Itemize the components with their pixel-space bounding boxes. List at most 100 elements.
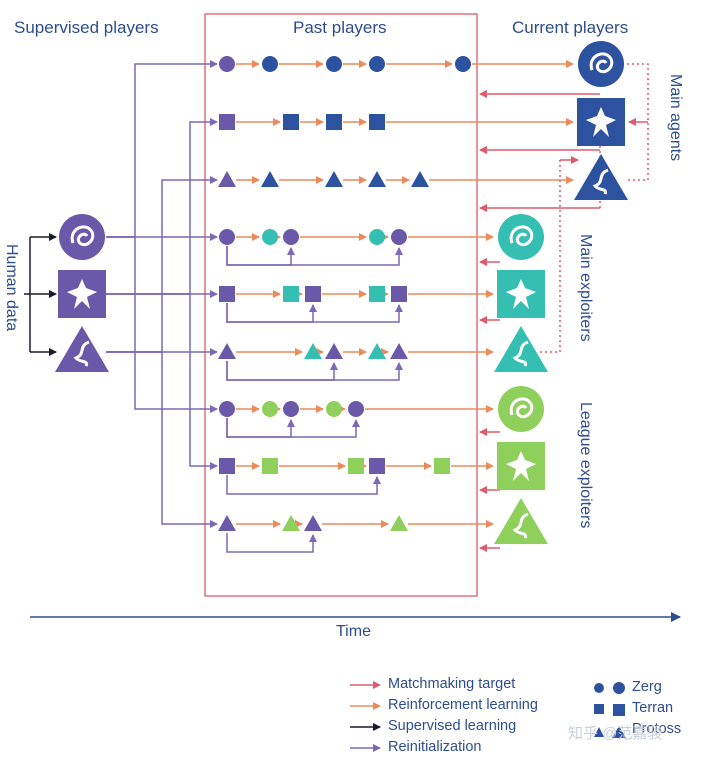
row-4-node-3-circle — [283, 229, 299, 245]
row-4-node-5-circle — [391, 229, 407, 245]
row-6-current-triangle-icon — [494, 326, 548, 372]
protoss-blade-icon — [73, 340, 90, 367]
row-6-node-1-triangle — [218, 343, 236, 359]
row-3-node-2-triangle — [261, 171, 279, 187]
row-5-node-5-square — [391, 286, 407, 302]
label-main-exploiters: Main exploiters — [577, 234, 594, 342]
emblem-bg — [59, 214, 105, 260]
row-9-reinit-loop-1 — [226, 533, 317, 553]
header-current-players: Current players — [512, 18, 629, 37]
row-2-node-2-square — [283, 114, 299, 130]
supervised-protoss-icon — [55, 326, 109, 372]
row-6-reinit-loop-2 — [226, 361, 403, 381]
row-7-node-3-circle — [283, 401, 299, 417]
row-6-node-3-triangle — [325, 343, 343, 359]
row-7-node-4-circle — [326, 401, 342, 417]
legend-arrows — [350, 681, 381, 752]
terran-eagle-icon — [586, 107, 616, 137]
legend-label-rl: Reinforcement learning — [388, 697, 538, 713]
header-past-players: Past players — [293, 18, 387, 37]
terran-eagle-icon — [506, 451, 536, 481]
row-2-node-1-square — [219, 114, 235, 130]
legend-label-matchmaking: Matchmaking target — [388, 676, 516, 692]
legend-terran-square-icon — [613, 704, 625, 716]
zerg-swirl-icon — [589, 52, 614, 74]
legend-label-zerg: Zerg — [632, 679, 662, 695]
row-5-node-2-square — [283, 286, 299, 302]
row-7-node-5-circle — [348, 401, 364, 417]
legend-label-supervised: Supervised learning — [388, 718, 517, 734]
emblem-bg — [498, 214, 544, 260]
header-supervised-players: Supervised players — [14, 18, 159, 37]
row-2-current-square-icon — [577, 98, 625, 146]
row-7-reinit-feed — [106, 236, 218, 413]
row-4-reinit-loop-1 — [226, 246, 295, 266]
row-9-node-1-triangle — [218, 515, 236, 531]
row-7-node-1-circle — [219, 401, 235, 417]
row-1-node-5-circle — [455, 56, 471, 72]
row-8-node-4-square — [369, 458, 385, 474]
row-6-node-5-triangle — [390, 343, 408, 359]
row-4-node-4-circle — [369, 229, 385, 245]
emblem-bg — [578, 41, 624, 87]
protoss-blade-icon — [592, 168, 609, 195]
label-main-agents: Main agents — [667, 74, 684, 162]
row-9-node-3-triangle — [304, 515, 322, 531]
legend-label-reinit: Reinitialization — [388, 739, 482, 755]
row-9-node-4-triangle — [390, 515, 408, 531]
row-5-node-3-square — [305, 286, 321, 302]
legend-protoss-triangle-icon — [612, 726, 626, 738]
zerg-swirl-icon — [509, 225, 534, 247]
row-4-node-2-circle — [262, 229, 278, 245]
row-7-reinit-loop-1 — [226, 418, 295, 438]
row-8-node-5-square — [434, 458, 450, 474]
row-8-current-square-icon — [497, 442, 545, 490]
legend-label-terran: Terran — [632, 700, 674, 716]
legend-terran-emblem-icon — [594, 704, 604, 714]
row-6-node-4-triangle — [368, 343, 386, 359]
row-1-node-4-circle — [369, 56, 385, 72]
row-6-node-2-triangle — [304, 343, 322, 359]
terran-eagle-icon — [67, 279, 97, 309]
terran-eagle-icon — [506, 279, 536, 309]
zerg-swirl-icon — [509, 397, 534, 419]
row-6-reinit-loop-1 — [226, 361, 338, 381]
supervised-zerg-icon — [59, 214, 105, 260]
row-8-reinit-feed — [106, 293, 218, 470]
row-7-current-circle-icon — [498, 386, 544, 432]
row-5-node-4-square — [369, 286, 385, 302]
row-1-node-2-circle — [262, 56, 278, 72]
row-3-node-3-triangle — [325, 171, 343, 187]
matchmaking-agent-loop — [627, 63, 649, 181]
row-3-node-5-triangle — [411, 171, 429, 187]
row-5-current-square-icon — [497, 270, 545, 318]
row-1-node-3-circle — [326, 56, 342, 72]
protoss-blade-icon — [512, 512, 529, 539]
row-3-current-triangle-icon — [574, 154, 628, 200]
row-9-reinit-feed — [106, 351, 218, 528]
row-4-current-circle-icon — [498, 214, 544, 260]
row-2-node-3-square — [326, 114, 342, 130]
emblem-bg — [498, 386, 544, 432]
protoss-blade-icon — [512, 340, 529, 367]
row-7-reinit-loop-2 — [226, 418, 360, 438]
row-3-node-4-triangle — [368, 171, 386, 187]
watermark: 知乎 @范嘉骏 — [568, 725, 663, 742]
legend-zerg-circle-icon — [613, 682, 625, 694]
row-8-node-1-square — [219, 458, 235, 474]
row-9-node-2-triangle — [282, 515, 300, 531]
label-league-exploiters: League exploiters — [577, 402, 594, 529]
legend-protoss-emblem-icon — [594, 727, 604, 737]
row-1-node-1-circle — [219, 56, 235, 72]
past-players-box — [204, 13, 478, 597]
row-4-node-1-circle — [219, 229, 235, 245]
legend-label-protoss: Protoss — [632, 721, 682, 737]
zerg-swirl-icon — [70, 225, 95, 247]
row-3-reinit-feed — [106, 176, 218, 353]
legend-zerg-emblem-icon — [594, 683, 604, 693]
row-2-node-4-square — [369, 114, 385, 130]
row-8-reinit-loop-1 — [226, 475, 381, 495]
row-3-node-1-triangle — [218, 171, 236, 187]
row-8-node-2-square — [262, 458, 278, 474]
